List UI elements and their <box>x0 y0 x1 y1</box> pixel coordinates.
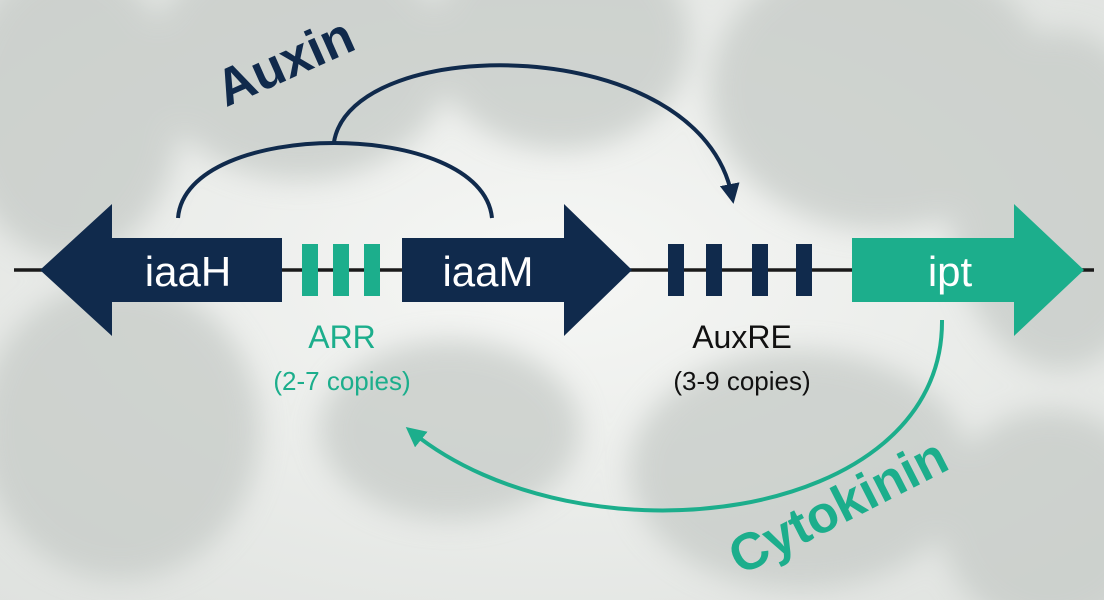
auxre-label: AuxRE <box>692 319 792 355</box>
arr-bar <box>302 244 318 296</box>
auxre-copies-label: (3-9 copies) <box>673 366 810 396</box>
cytokinin-arrow-to-arr <box>405 319 945 513</box>
arr-copies-label: (2-7 copies) <box>273 366 410 396</box>
iaam-label: iaaM <box>442 248 533 295</box>
ipt-arrow-shape <box>852 204 1084 336</box>
auxre-bar <box>796 244 812 296</box>
gene-iaah: iaaH <box>40 204 282 336</box>
arr-label: ARR <box>308 319 376 355</box>
arr-bar <box>364 244 380 296</box>
auxin-arc-iaah-iaam <box>176 141 494 219</box>
auxre-bar <box>706 244 722 296</box>
auxre-bar <box>668 244 684 296</box>
auxre-bar <box>752 244 768 296</box>
auxre-elements <box>668 244 812 296</box>
iaah-label: iaaH <box>145 248 231 295</box>
arr-elements <box>302 244 380 296</box>
iaah-arrow-shape <box>40 204 282 336</box>
iaam-arrow-shape <box>402 204 632 336</box>
gene-iaam: iaaM <box>402 204 632 336</box>
gene-ipt: ipt <box>852 204 1084 336</box>
auxin-arrow-to-auxre <box>332 63 740 204</box>
arr-bar <box>333 244 349 296</box>
ipt-label: ipt <box>928 248 973 295</box>
